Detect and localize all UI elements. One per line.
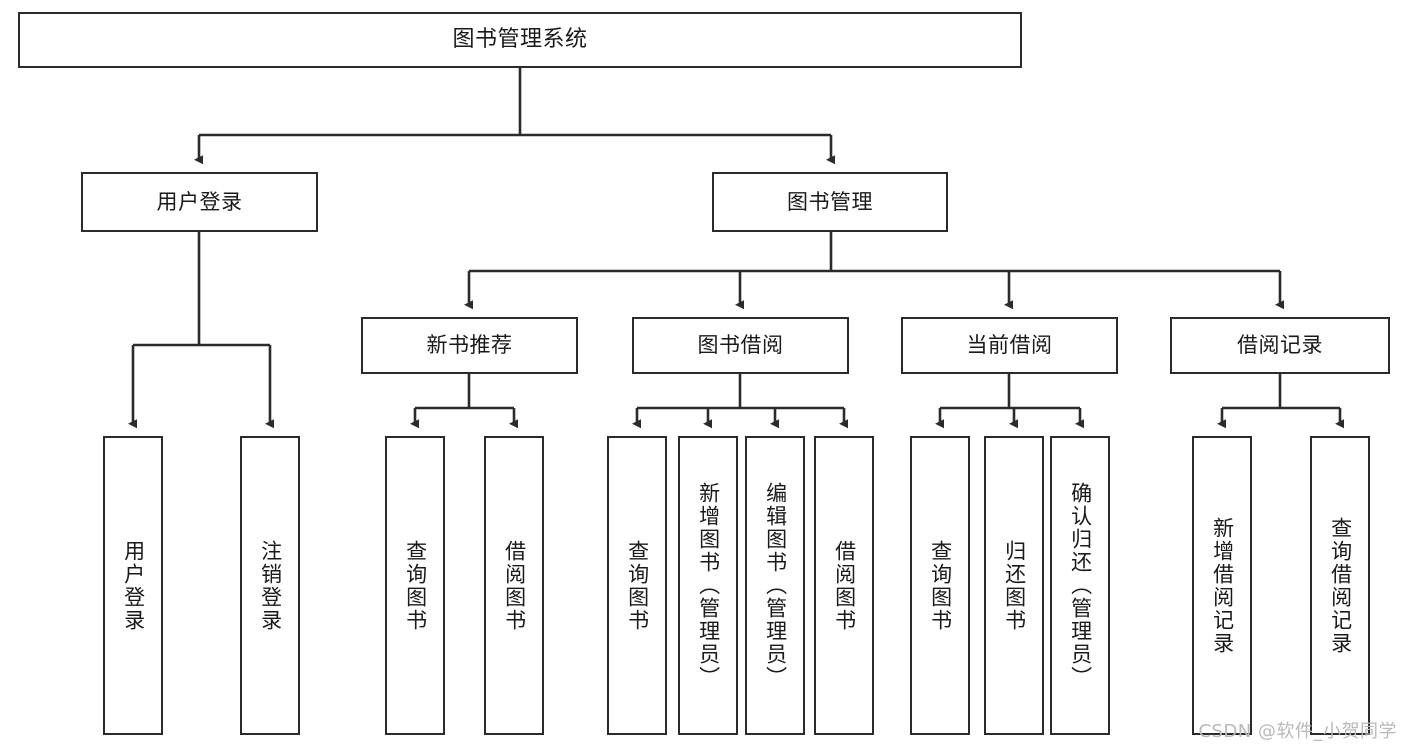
node-leaf-add-book-admin-label: 新增图书（管理员） [696, 482, 721, 689]
node-new-book-recommend-label: 新书推荐 [426, 333, 513, 358]
node-book-borrow-label: 图书借阅 [697, 333, 784, 358]
node-leaf-query-book-current[interactable]: 查询图书 [910, 436, 970, 735]
node-leaf-return-book-label: 归还图书 [1002, 539, 1027, 632]
node-user-login[interactable]: 用户登录 [81, 172, 318, 232]
node-new-book-recommend[interactable]: 新书推荐 [361, 317, 578, 374]
node-leaf-logout-login[interactable]: 注销登录 [240, 436, 300, 735]
node-book-manage[interactable]: 图书管理 [712, 172, 948, 232]
node-leaf-user-login-label: 用户登录 [121, 539, 146, 632]
node-root[interactable]: 图书管理系统 [18, 12, 1022, 68]
node-leaf-query-book-borrow[interactable]: 查询图书 [607, 436, 667, 735]
node-leaf-query-book-current-label: 查询图书 [928, 539, 953, 632]
node-book-manage-label: 图书管理 [787, 189, 873, 214]
node-leaf-borrow-book-recommend-label: 借阅图书 [502, 539, 527, 632]
node-leaf-borrow-book-label: 借阅图书 [832, 539, 857, 632]
node-leaf-edit-book-admin-label: 编辑图书（管理员） [763, 482, 788, 689]
node-leaf-logout-login-label: 注销登录 [258, 539, 283, 632]
node-borrow-record-label: 借阅记录 [1237, 333, 1323, 358]
node-book-borrow[interactable]: 图书借阅 [632, 317, 849, 374]
node-current-borrow-label: 当前借阅 [966, 333, 1053, 358]
node-leaf-add-borrow-record[interactable]: 新增借阅记录 [1192, 436, 1252, 735]
node-borrow-record[interactable]: 借阅记录 [1170, 317, 1390, 374]
node-leaf-edit-book-admin[interactable]: 编辑图书（管理员） [745, 436, 805, 735]
node-leaf-query-borrow-record[interactable]: 查询借阅记录 [1310, 436, 1370, 735]
node-leaf-query-book-borrow-label: 查询图书 [625, 539, 650, 632]
node-current-borrow[interactable]: 当前借阅 [901, 317, 1118, 374]
node-root-label: 图书管理系统 [452, 27, 588, 53]
node-leaf-borrow-book[interactable]: 借阅图书 [814, 436, 874, 735]
node-user-login-label: 用户登录 [156, 189, 243, 214]
node-leaf-query-book-recommend[interactable]: 查询图书 [385, 436, 445, 735]
node-leaf-confirm-return-admin[interactable]: 确认归还（管理员） [1050, 436, 1110, 735]
node-leaf-user-login[interactable]: 用户登录 [103, 436, 163, 735]
node-leaf-add-borrow-record-label: 新增借阅记录 [1210, 516, 1235, 655]
node-leaf-query-book-recommend-label: 查询图书 [403, 539, 428, 632]
node-leaf-query-borrow-record-label: 查询借阅记录 [1328, 516, 1353, 655]
node-leaf-return-book[interactable]: 归还图书 [984, 436, 1044, 735]
node-leaf-add-book-admin[interactable]: 新增图书（管理员） [678, 436, 738, 735]
node-leaf-confirm-return-admin-label: 确认归还（管理员） [1068, 482, 1093, 689]
node-leaf-borrow-book-recommend[interactable]: 借阅图书 [484, 436, 544, 735]
